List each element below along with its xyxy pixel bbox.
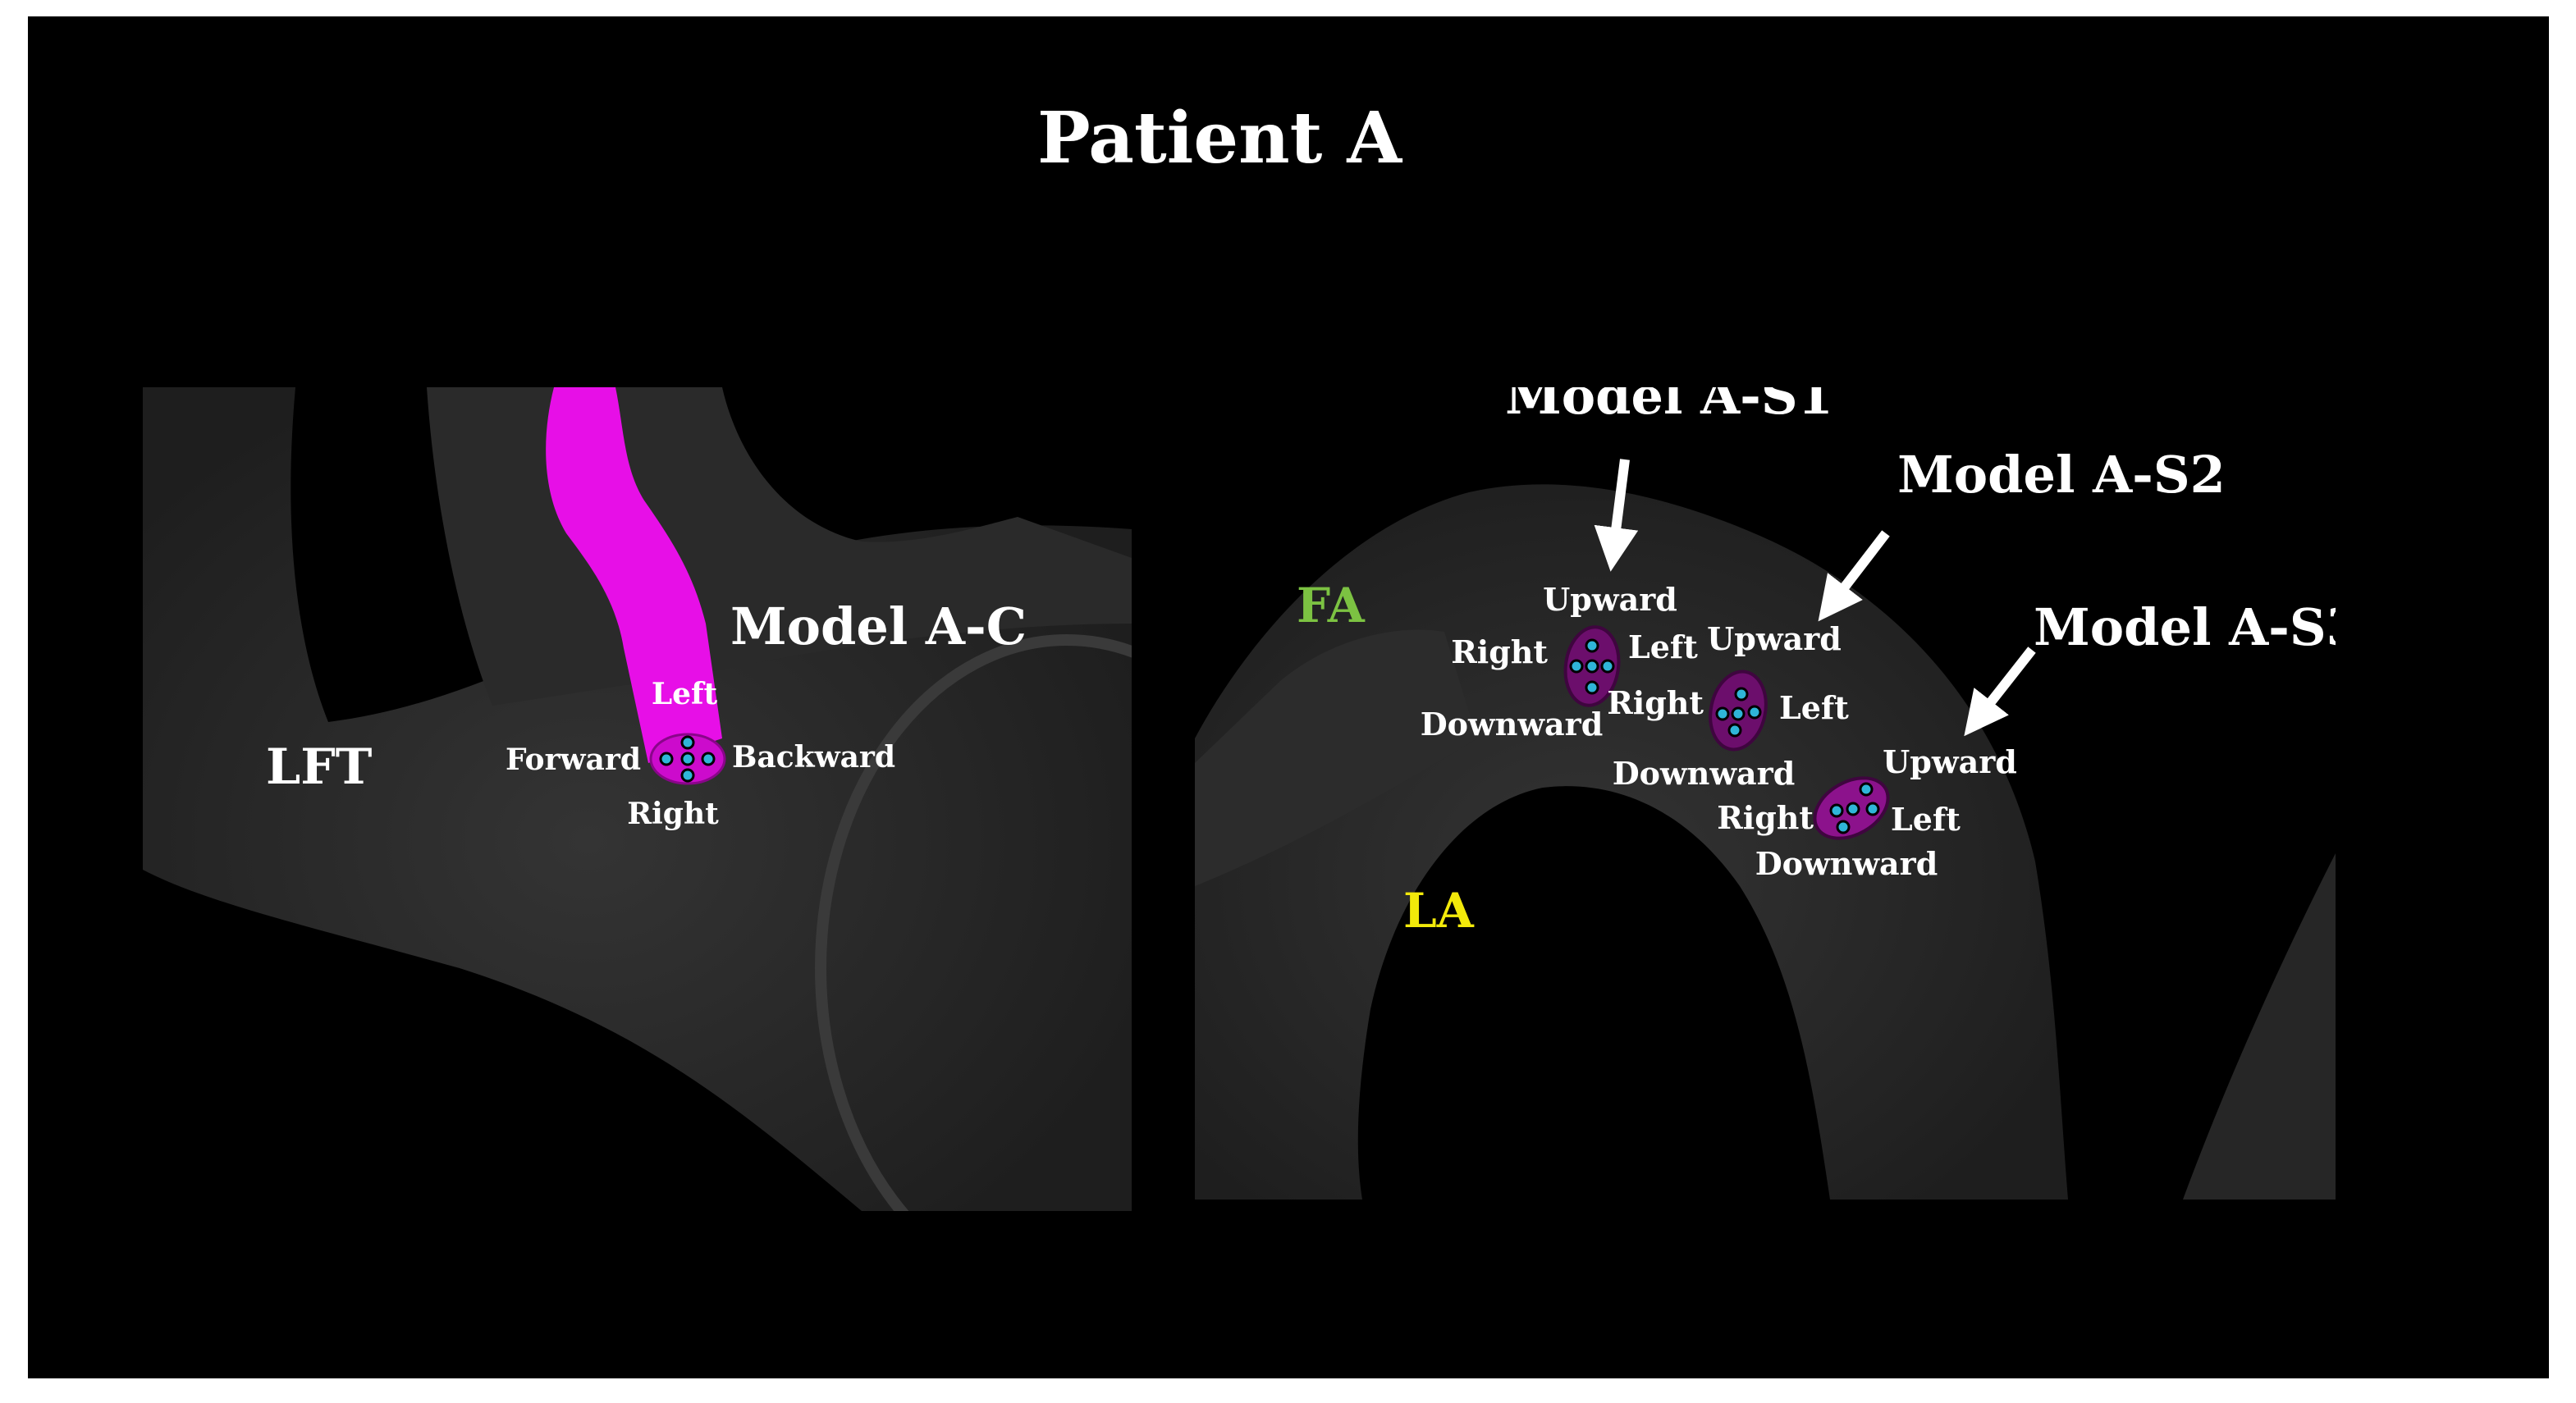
outlet-hole bbox=[1747, 705, 1762, 720]
model-a-s1-label: Model A-S1 bbox=[1505, 366, 1833, 426]
s1-right-label: Right bbox=[1451, 633, 1548, 670]
vessel-label-lft: LFT bbox=[266, 738, 373, 796]
direction-forward-label: Forward bbox=[506, 743, 641, 777]
outlet-hole bbox=[1836, 820, 1851, 834]
outlet-hole bbox=[1585, 638, 1599, 653]
s2-left-label: Left bbox=[1779, 689, 1849, 726]
femoral-artery bbox=[1195, 629, 1477, 886]
outlet-hole bbox=[1731, 706, 1746, 721]
arrow-s3 bbox=[1964, 647, 2036, 737]
outlet-hole bbox=[659, 752, 674, 766]
model-a-c-label: Model A-C bbox=[730, 596, 1027, 656]
outlet-hole bbox=[1585, 659, 1599, 674]
figure-title: Patient A bbox=[1037, 97, 1402, 180]
s2-right-label: Right bbox=[1607, 684, 1704, 721]
outlet-hole bbox=[1569, 659, 1584, 674]
s1-left-label: Left bbox=[1628, 628, 1698, 665]
s2-downward-label: Downward bbox=[1613, 755, 1796, 792]
s3-right-label: Right bbox=[1717, 799, 1814, 836]
fa-label: FA bbox=[1297, 578, 1366, 633]
outlet-hole bbox=[1734, 687, 1749, 702]
outlet-s3 bbox=[1813, 776, 1890, 840]
arrow-s2 bbox=[1818, 530, 1890, 622]
outlet-hole bbox=[1859, 782, 1874, 797]
outlet-s2 bbox=[1709, 670, 1768, 752]
s1-upward-label: Upward bbox=[1543, 581, 1677, 618]
outlet-hole bbox=[1715, 706, 1730, 721]
s3-left-label: Left bbox=[1891, 801, 1961, 838]
outlet-hole bbox=[680, 752, 695, 766]
outlet-hole bbox=[680, 735, 695, 750]
direction-backward-label: Backward bbox=[732, 740, 895, 775]
direction-right-label: Right bbox=[627, 797, 719, 831]
s3-downward-label: Downward bbox=[1755, 845, 1938, 882]
la-label: LA bbox=[1403, 883, 1475, 939]
vessel-ring-contour bbox=[815, 634, 1132, 1211]
outlet-hole bbox=[1846, 802, 1860, 816]
right-panel: FA LA Model A-S1 Model A-S2 Model A-S3 U… bbox=[1195, 366, 2362, 1200]
model-a-s3-label: Model A-S3 bbox=[2034, 597, 2362, 657]
outlet-hole bbox=[1585, 680, 1599, 695]
direction-left-label: Left bbox=[652, 677, 718, 711]
s1-downward-label: Downward bbox=[1421, 706, 1604, 743]
vessel-edge-right bbox=[2183, 853, 2336, 1200]
outlet-hole bbox=[701, 752, 716, 766]
outlet-hole bbox=[1727, 723, 1742, 738]
outlet-hole bbox=[680, 768, 695, 783]
outlet-hole bbox=[1600, 659, 1615, 674]
outlet-s1 bbox=[1563, 625, 1621, 707]
outlet-hole bbox=[1865, 802, 1880, 816]
outlet-hole bbox=[1829, 803, 1844, 818]
s3-upward-label: Upward bbox=[1883, 743, 2017, 780]
arrow-s1 bbox=[1594, 459, 1639, 572]
s2-upward-label: Upward bbox=[1707, 620, 1842, 657]
left-panel: LFT Model A-C Left Forward Backward Righ… bbox=[143, 387, 1132, 1211]
model-a-s2-label: Model A-S2 bbox=[1897, 445, 2226, 505]
cannula-tube bbox=[546, 387, 722, 763]
